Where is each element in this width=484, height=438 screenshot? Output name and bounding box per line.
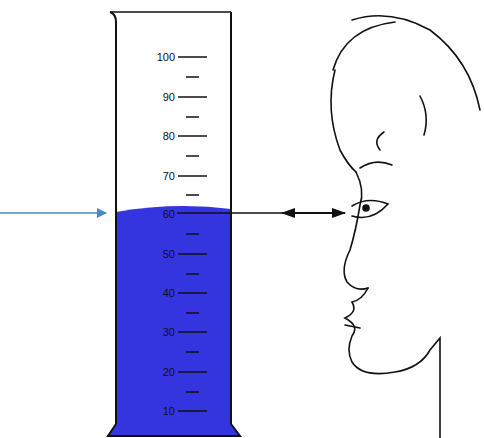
- scale-number: 40: [162, 287, 176, 299]
- scale-number: 90: [162, 91, 176, 103]
- scale-number: 70: [162, 170, 176, 182]
- scale-ticks: [178, 57, 207, 411]
- scale-number: 60: [162, 208, 176, 220]
- cylinder-wall: [110, 12, 231, 424]
- sight-line: [177, 212, 345, 214]
- liquid: [116, 206, 231, 424]
- cylinder-base: [108, 424, 240, 436]
- scale-number: 10: [162, 405, 176, 417]
- pointer-arrow: [0, 212, 106, 214]
- scale-number: 30: [162, 326, 176, 338]
- observer-face: [331, 16, 480, 438]
- scale-number: 20: [162, 366, 176, 378]
- scale-number: 80: [162, 130, 176, 142]
- scale-number: 50: [162, 248, 176, 260]
- sight-arrow: [282, 212, 345, 214]
- scale-number: 100: [156, 51, 176, 63]
